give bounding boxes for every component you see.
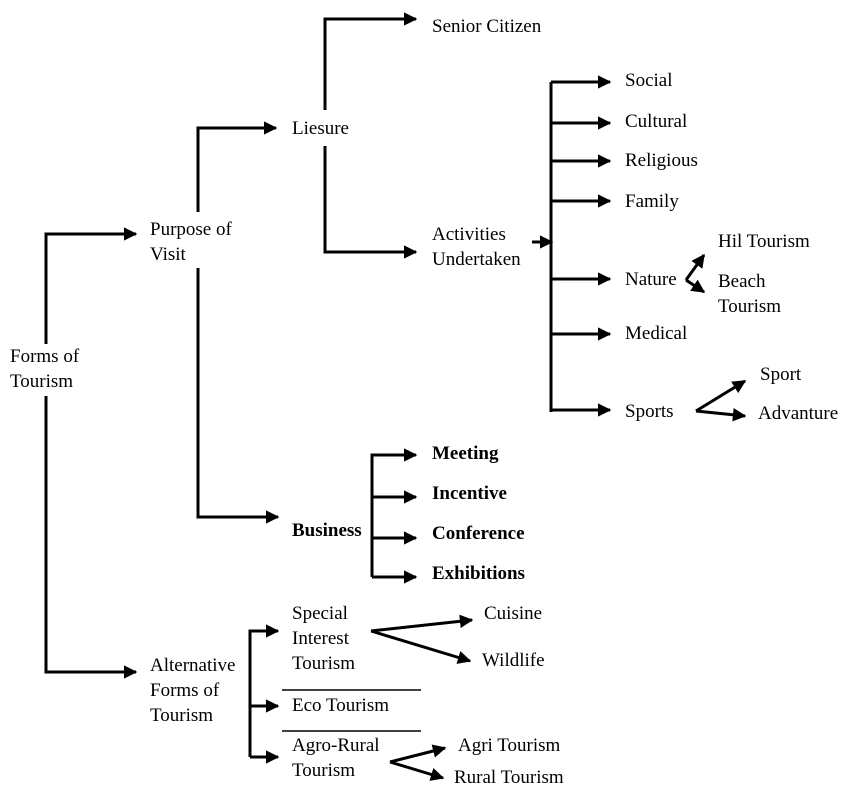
purpose-to-business-connector: [196, 268, 280, 524]
node-sport: Sport: [760, 364, 802, 385]
node-special-interest-tourism: Special Interest Tourism: [292, 603, 356, 674]
node-nature: Nature: [625, 269, 677, 290]
sports-to-advanture-connector: [695, 408, 747, 422]
node-cuisine: Cuisine: [484, 603, 543, 624]
node-agro-rural-tourism: Agro-Rural Tourism: [292, 735, 380, 781]
nature-to-beach-connector: [685, 278, 706, 294]
business-bracket: [370, 448, 418, 577]
liesure-to-senior-connector: [323, 12, 418, 110]
agro-to-agri-connector: [389, 744, 447, 764]
node-exhibitions: Exhibitions: [432, 563, 525, 584]
node-liesure: Liesure: [292, 118, 349, 139]
node-meeting: Meeting: [432, 443, 499, 464]
node-beach-tourism: Beach Tourism: [718, 271, 782, 317]
node-cultural: Cultural: [625, 111, 688, 132]
node-forms-of-tourism: Forms of Tourism: [10, 346, 80, 392]
root-to-alternative-connector: [44, 396, 138, 679]
sports-to-sport-connector: [695, 379, 747, 413]
nature-to-hil-connector: [684, 253, 706, 281]
node-sports: Sports: [625, 401, 674, 422]
node-activities-undertaken: Activities Undertaken: [432, 224, 521, 270]
node-religious: Religious: [625, 150, 698, 171]
node-social: Social: [625, 70, 673, 91]
purpose-to-liesure-connector: [196, 121, 278, 212]
node-eco-tourism: Eco Tourism: [292, 695, 390, 716]
liesure-to-activities-connector: [323, 146, 418, 259]
special-to-cuisine-connector: [370, 614, 474, 633]
node-rural-tourism: Rural Tourism: [454, 767, 564, 788]
special-to-wildlife-connector: [370, 629, 472, 664]
node-business: Business: [292, 520, 362, 541]
node-medical: Medical: [625, 323, 688, 344]
node-agri-tourism: Agri Tourism: [458, 735, 561, 756]
node-alternative-forms: Alternative Forms of Tourism: [150, 655, 236, 726]
root-to-purpose-connector: [44, 227, 138, 344]
alternative-bracket: [248, 624, 280, 757]
node-senior-citizen: Senior Citizen: [432, 16, 542, 37]
node-purpose-of-visit: Purpose of Visit: [150, 219, 232, 265]
node-advanture: Advanture: [758, 403, 839, 424]
node-wildlife: Wildlife: [482, 650, 545, 671]
node-family: Family: [625, 191, 679, 212]
node-incentive: Incentive: [432, 483, 507, 504]
agro-to-rural-connector: [389, 760, 445, 781]
node-conference: Conference: [432, 523, 525, 544]
node-hil-tourism: Hil Tourism: [718, 231, 810, 252]
